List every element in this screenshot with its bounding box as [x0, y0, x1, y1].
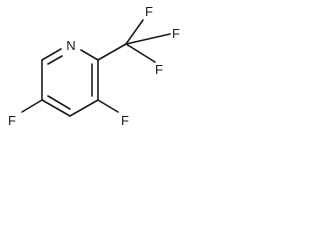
substituent-bonds: [21, 19, 171, 113]
chemical-structure: N F F F F F: [8, 4, 180, 128]
atom-labels: N F F F F F: [8, 4, 180, 128]
bond-c3-c4: [69, 99, 99, 117]
bond-n1-c2: [80, 49, 99, 61]
ring-bonds: [41, 48, 99, 117]
atom-label-f-trifluoromethyl-top: F: [145, 4, 153, 19]
bond-c5-f: [21, 99, 43, 113]
bond-c6-n1-double: [47, 55, 63, 65]
atom-label-n1: N: [66, 38, 75, 53]
atom-label-f-c5: F: [8, 113, 16, 128]
bond-cf3-f-bottom: [125, 43, 156, 63]
bond-c4-c5: [41, 99, 71, 117]
bond-cf3-f-right: [125, 33, 171, 45]
bond-c4-c5-double: [47, 95, 71, 110]
atom-label-f-trifluoromethyl-right: F: [172, 26, 180, 41]
bond-c3-f: [97, 99, 119, 113]
bond-c2-cf3: [97, 43, 127, 61]
atom-label-f-trifluoromethyl-bottom: F: [155, 62, 163, 77]
bond-cf3-f-top: [125, 19, 144, 45]
atom-label-f-c3: F: [121, 113, 129, 128]
bond-c6-n1: [41, 48, 62, 61]
